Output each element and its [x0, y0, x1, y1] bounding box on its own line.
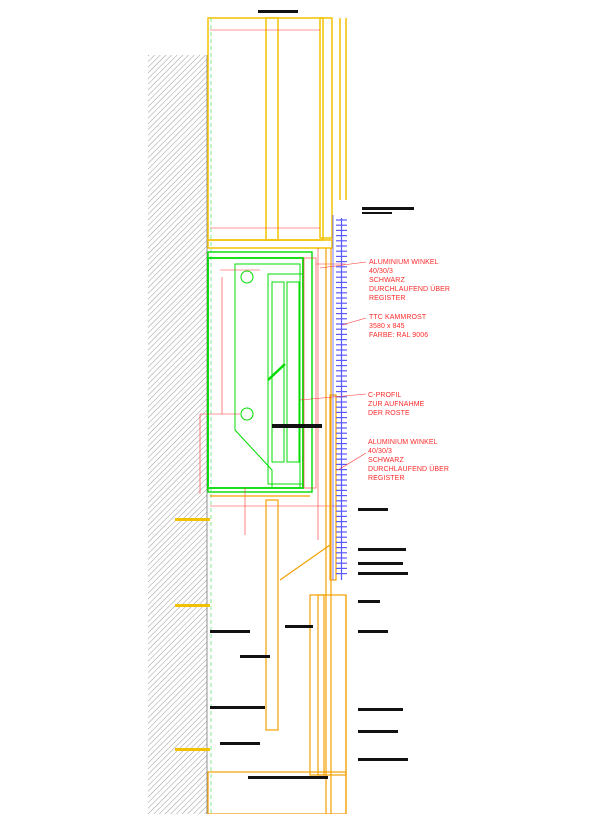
- annotation-line: SCHWARZ: [369, 277, 405, 284]
- annotation-line: DER ROSTE: [368, 410, 410, 417]
- annotation-line: DURCHLAUFEND ÜBER: [369, 286, 451, 293]
- upper-frame: [207, 17, 347, 249]
- radiator-assembly: [207, 251, 313, 493]
- annotation-line: SCHWARZ: [368, 457, 404, 464]
- annotation-line: C-PROFIL: [368, 392, 402, 399]
- annotation-line: ZUR AUFNAHME: [368, 401, 425, 408]
- dimension-lines: [199, 248, 345, 540]
- annotation-c-profil: C-PROFIL ZUR AUFNAHME DER ROSTE: [368, 391, 424, 418]
- annotation-line: TTC KAMMROST: [369, 314, 427, 321]
- ttc-kammrost-grate: [336, 218, 347, 580]
- annotation-line: 40/30/3: [368, 448, 393, 455]
- annotation-line: 3580 x 845: [369, 323, 405, 330]
- annotation-line: ALUMINIUM WINKEL: [369, 259, 439, 266]
- facade-profiles: [207, 248, 347, 814]
- annotation-line: FARBE: RAL 9006: [369, 332, 429, 339]
- annotation-line: REGISTER: [368, 475, 405, 482]
- masonry-wall-hatch: [148, 55, 207, 814]
- annotation-line: DURCHLAUFEND ÜBER: [368, 466, 450, 473]
- annotation-line: ALUMINIUM WINKEL: [368, 439, 438, 446]
- annotation-line: 40/30/3: [369, 268, 394, 275]
- annotation-line: REGISTER: [369, 295, 406, 302]
